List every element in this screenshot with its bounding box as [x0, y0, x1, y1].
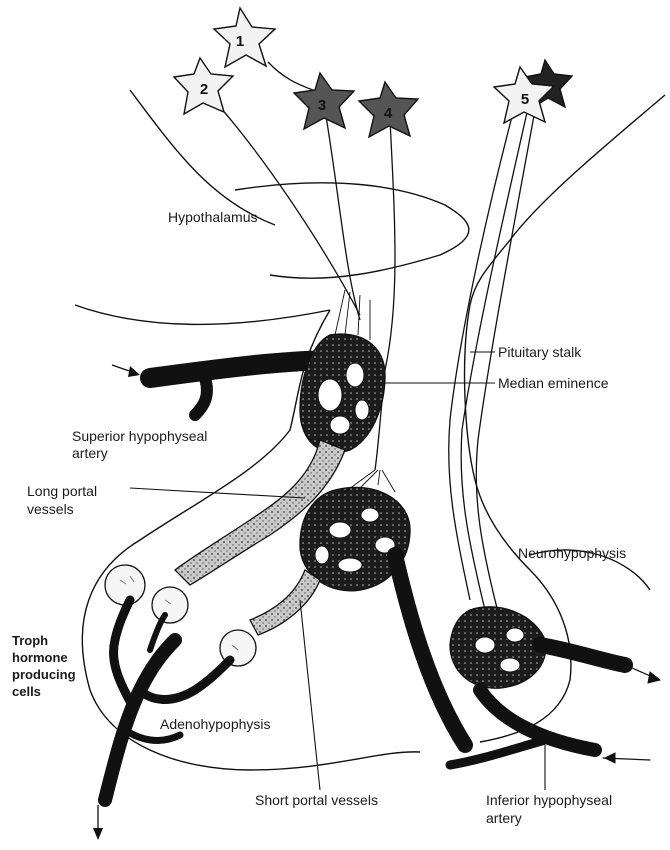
- hypothalamus-outline-left: [130, 90, 275, 225]
- neuron-label-1: 1: [236, 33, 244, 50]
- label-neurohypophysis: Neurohypophysis: [518, 545, 626, 561]
- label-hypothalamus: Hypothalamus: [168, 209, 258, 225]
- label-long-portal-2: vessels: [27, 501, 74, 517]
- neuron-label-4: 4: [384, 105, 393, 122]
- neuron-1: 1: [214, 8, 275, 67]
- neuron-3: 3: [294, 73, 354, 129]
- neuron-2: 2: [174, 58, 233, 114]
- label-superior-artery-1: Superior hypophyseal: [72, 428, 207, 444]
- label-inferior-artery-1: Inferior hypophyseal: [486, 792, 612, 808]
- label-inferior-artery-2: artery: [486, 810, 522, 826]
- outflow-arrow: [93, 805, 103, 840]
- label-troph-2: hormone: [12, 650, 68, 665]
- label-adenohypophysis: Adenohypophysis: [160, 716, 271, 732]
- label-superior-artery-2: artery: [72, 445, 108, 461]
- axon-4: [375, 120, 395, 470]
- leader-short-portal: [300, 600, 320, 790]
- hypothalamus-outline-right: [470, 95, 665, 305]
- label-troph-1: Troph: [12, 633, 48, 648]
- leader-long-portal: [130, 488, 305, 498]
- label-troph-4: cells: [12, 684, 41, 699]
- troph-cell-vessels: [105, 600, 230, 800]
- axon-5c: [476, 110, 535, 620]
- short-portal-vessel: [250, 570, 320, 635]
- axon-1: [268, 62, 318, 92]
- label-median-eminence: Median eminence: [498, 375, 609, 391]
- label-short-portal: Short portal vessels: [255, 792, 378, 808]
- neuron-label-3: 3: [318, 97, 326, 114]
- median-eminence-plexus: [300, 290, 385, 453]
- label-long-portal-1: Long portal: [27, 483, 97, 499]
- label-troph-3: producing: [12, 667, 76, 682]
- hypothalamus-boundary: [235, 183, 469, 278]
- hypothalamus-floor-left: [75, 305, 330, 324]
- neuron-label-2: 2: [200, 81, 208, 98]
- neuron-5: 5: [494, 60, 572, 123]
- neuron-4: 4: [359, 82, 418, 137]
- axon-3: [325, 110, 360, 320]
- neurohypophysis-plexus: [450, 607, 625, 688]
- label-pituitary-stalk: Pituitary stalk: [498, 344, 581, 360]
- neuron-label-5: 5: [521, 91, 529, 108]
